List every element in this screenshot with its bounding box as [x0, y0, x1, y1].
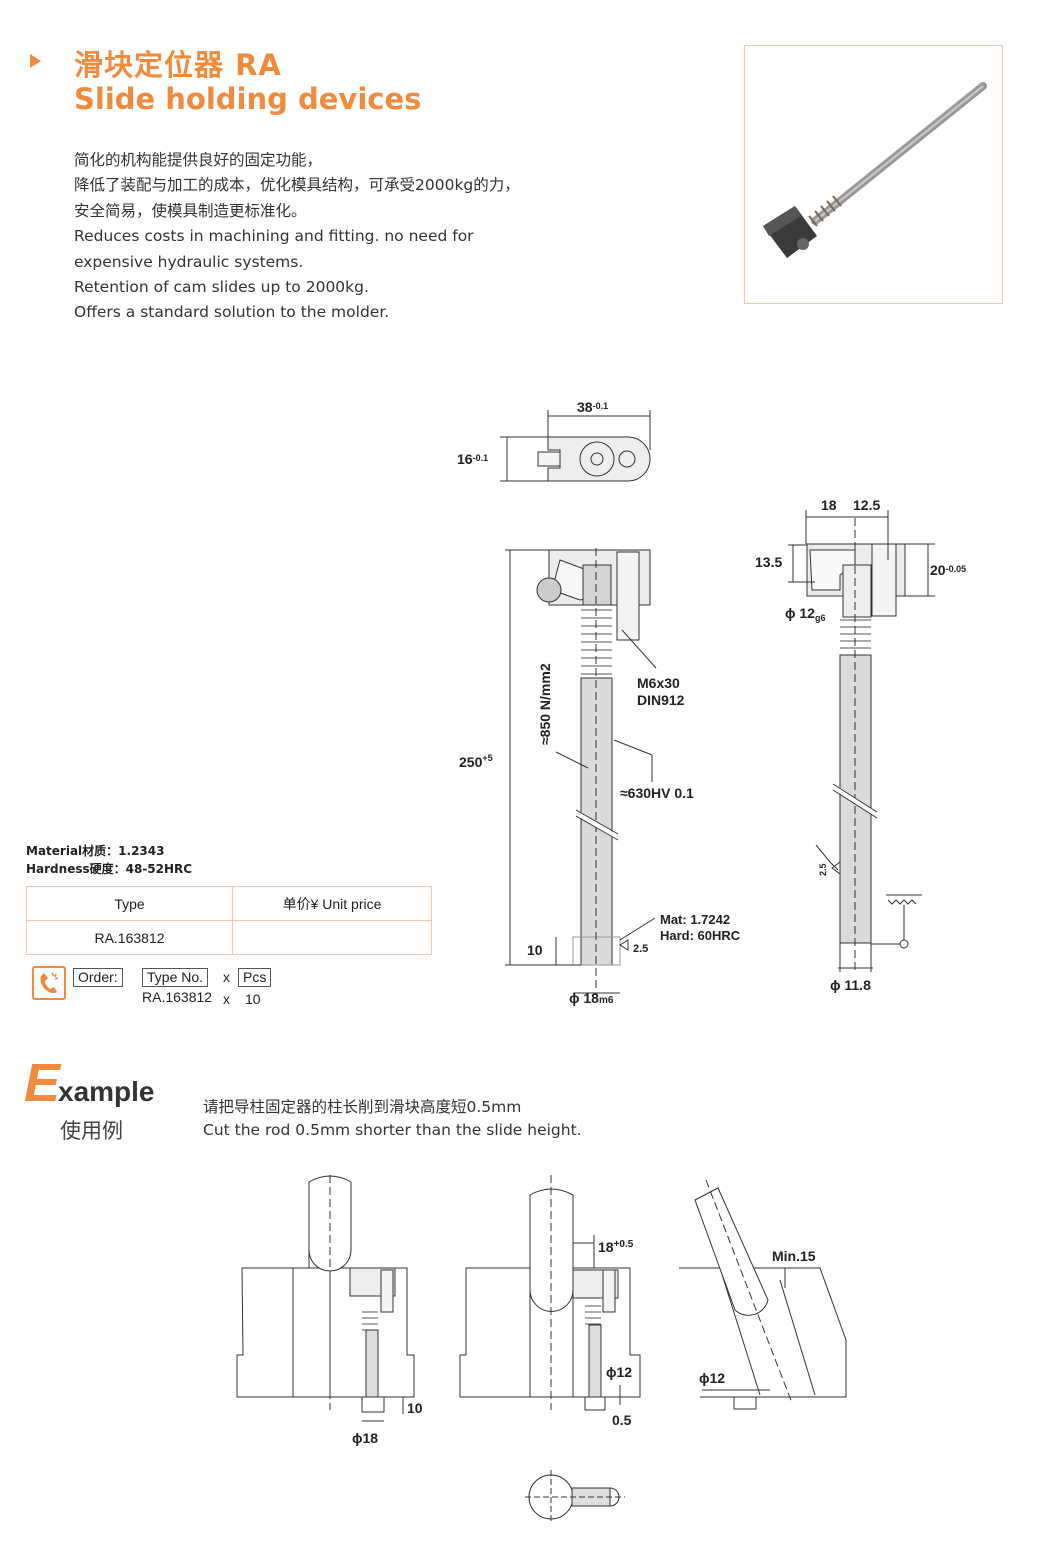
dim-12-5: 12.5 [853, 497, 880, 513]
table-row: RA.163812 [26, 920, 432, 955]
dim-20: 20-0.05 [930, 562, 966, 578]
price-table: Type 单价¥ Unit price RA.163812 [26, 886, 432, 955]
ex-dim-10: 10 [407, 1400, 423, 1416]
dim-d12: ϕ 12g6 [785, 605, 825, 623]
order-example-pcs: 10 [245, 991, 261, 1007]
bolt-label: M6x30 [637, 675, 680, 691]
example-figure-3 [679, 1179, 847, 1410]
bolt-standard-label: DIN912 [637, 692, 685, 708]
description: 简化的机构能提供良好的固定功能， 降低了装配与加工的成本，优化模具结构，可承受2… [74, 148, 520, 326]
collar-material-label: Mat: 1.7242 [660, 912, 730, 927]
dim-13-5: 13.5 [755, 554, 782, 570]
description-line: Reduces costs in machining and fitting. … [74, 227, 474, 246]
dim-16: 16-0.1 [457, 451, 488, 467]
phone-order-icon [32, 966, 66, 1000]
dim-18: 18 [821, 497, 837, 513]
header-unit-price: 单价¥ Unit price [232, 886, 432, 921]
ex-dim-18: 18+0.5 [598, 1239, 634, 1255]
type-no-label: Type No. [142, 968, 209, 987]
top-view-drawing [500, 410, 651, 482]
description-line: 安全简易，使模具制造更标准化。 [74, 201, 307, 220]
example-title: xample [58, 1076, 155, 1107]
material-text: Material材质：1.2343 [26, 844, 165, 858]
product-rod-image [763, 82, 987, 258]
order-example-type: RA.163812 [142, 989, 213, 1005]
example-instruction-cn: 请把导柱固定器的柱长削到滑块高度短0.5mm [203, 1098, 522, 1116]
cell-type: RA.163812 [26, 920, 233, 955]
front-view-drawing [505, 548, 657, 994]
dim-2-5: 2.5 [633, 943, 648, 955]
dim-250: 250+5 [459, 753, 493, 770]
description-line: Offers a standard solution to the molder… [74, 303, 390, 322]
example-title-initial: E [24, 1053, 61, 1113]
description-line: Retention of cam slides up to 2000kg. [74, 278, 369, 297]
dim-10: 10 [527, 942, 543, 958]
strength-label: ≈850 N/mm2 [537, 663, 553, 745]
product-photo [744, 45, 1003, 304]
cell-price [232, 920, 432, 955]
ex-dim-d18: ϕ18 [352, 1430, 378, 1446]
order-example-times: x [223, 991, 230, 1007]
title-en: Slide holding devices [74, 82, 422, 116]
table-header-row: Type 单价¥ Unit price [26, 886, 432, 921]
dim-d11-8: ϕ 11.8 [830, 977, 871, 993]
side-view-drawing [788, 510, 935, 972]
header-type: Type [26, 886, 233, 921]
example-instruction-en: Cut the rod 0.5mm shorter than the slide… [203, 1121, 582, 1139]
dim-38: 38-0.1 [577, 399, 608, 415]
example-figure-1 [236, 1175, 415, 1422]
description-line: 降低了装配与加工的成本，优化模具结构，可承受2000kg的力， [74, 176, 520, 195]
section-marker-icon [30, 54, 41, 68]
material-specs: Material材质：1.2343 Hardness硬度：48-52HRC [26, 842, 192, 878]
dim-d18: ϕ 18m6 [569, 990, 614, 1006]
collar-hardness-label: Hard: 60HRC [660, 928, 741, 943]
hardness-text: Hardness硬度：48-52HRC [26, 862, 193, 876]
description-line: 简化的机构能提供良好的固定功能， [74, 151, 323, 169]
example-figure-2 [459, 1175, 641, 1411]
example-top-view [525, 1470, 625, 1524]
ex-dim-d12: ϕ12 [606, 1364, 632, 1380]
title-cn: 滑块定位器 RA [74, 48, 282, 82]
order-label: Order: [73, 968, 123, 987]
ex-dim-d12-inclined: ϕ12 [699, 1370, 725, 1386]
dim-side-2-5: 2.5 [818, 863, 828, 876]
order-times: x [223, 969, 230, 985]
ex-dim-0-5: 0.5 [612, 1412, 632, 1428]
hardness-hv-label: ≈630HV 0.1 [620, 785, 694, 801]
ex-dim-min15: Min.15 [772, 1248, 816, 1264]
description-line: expensive hydraulic systems. [74, 252, 304, 271]
example-title-cn: 使用例 [60, 1119, 123, 1143]
pcs-label: Pcs [238, 968, 272, 987]
